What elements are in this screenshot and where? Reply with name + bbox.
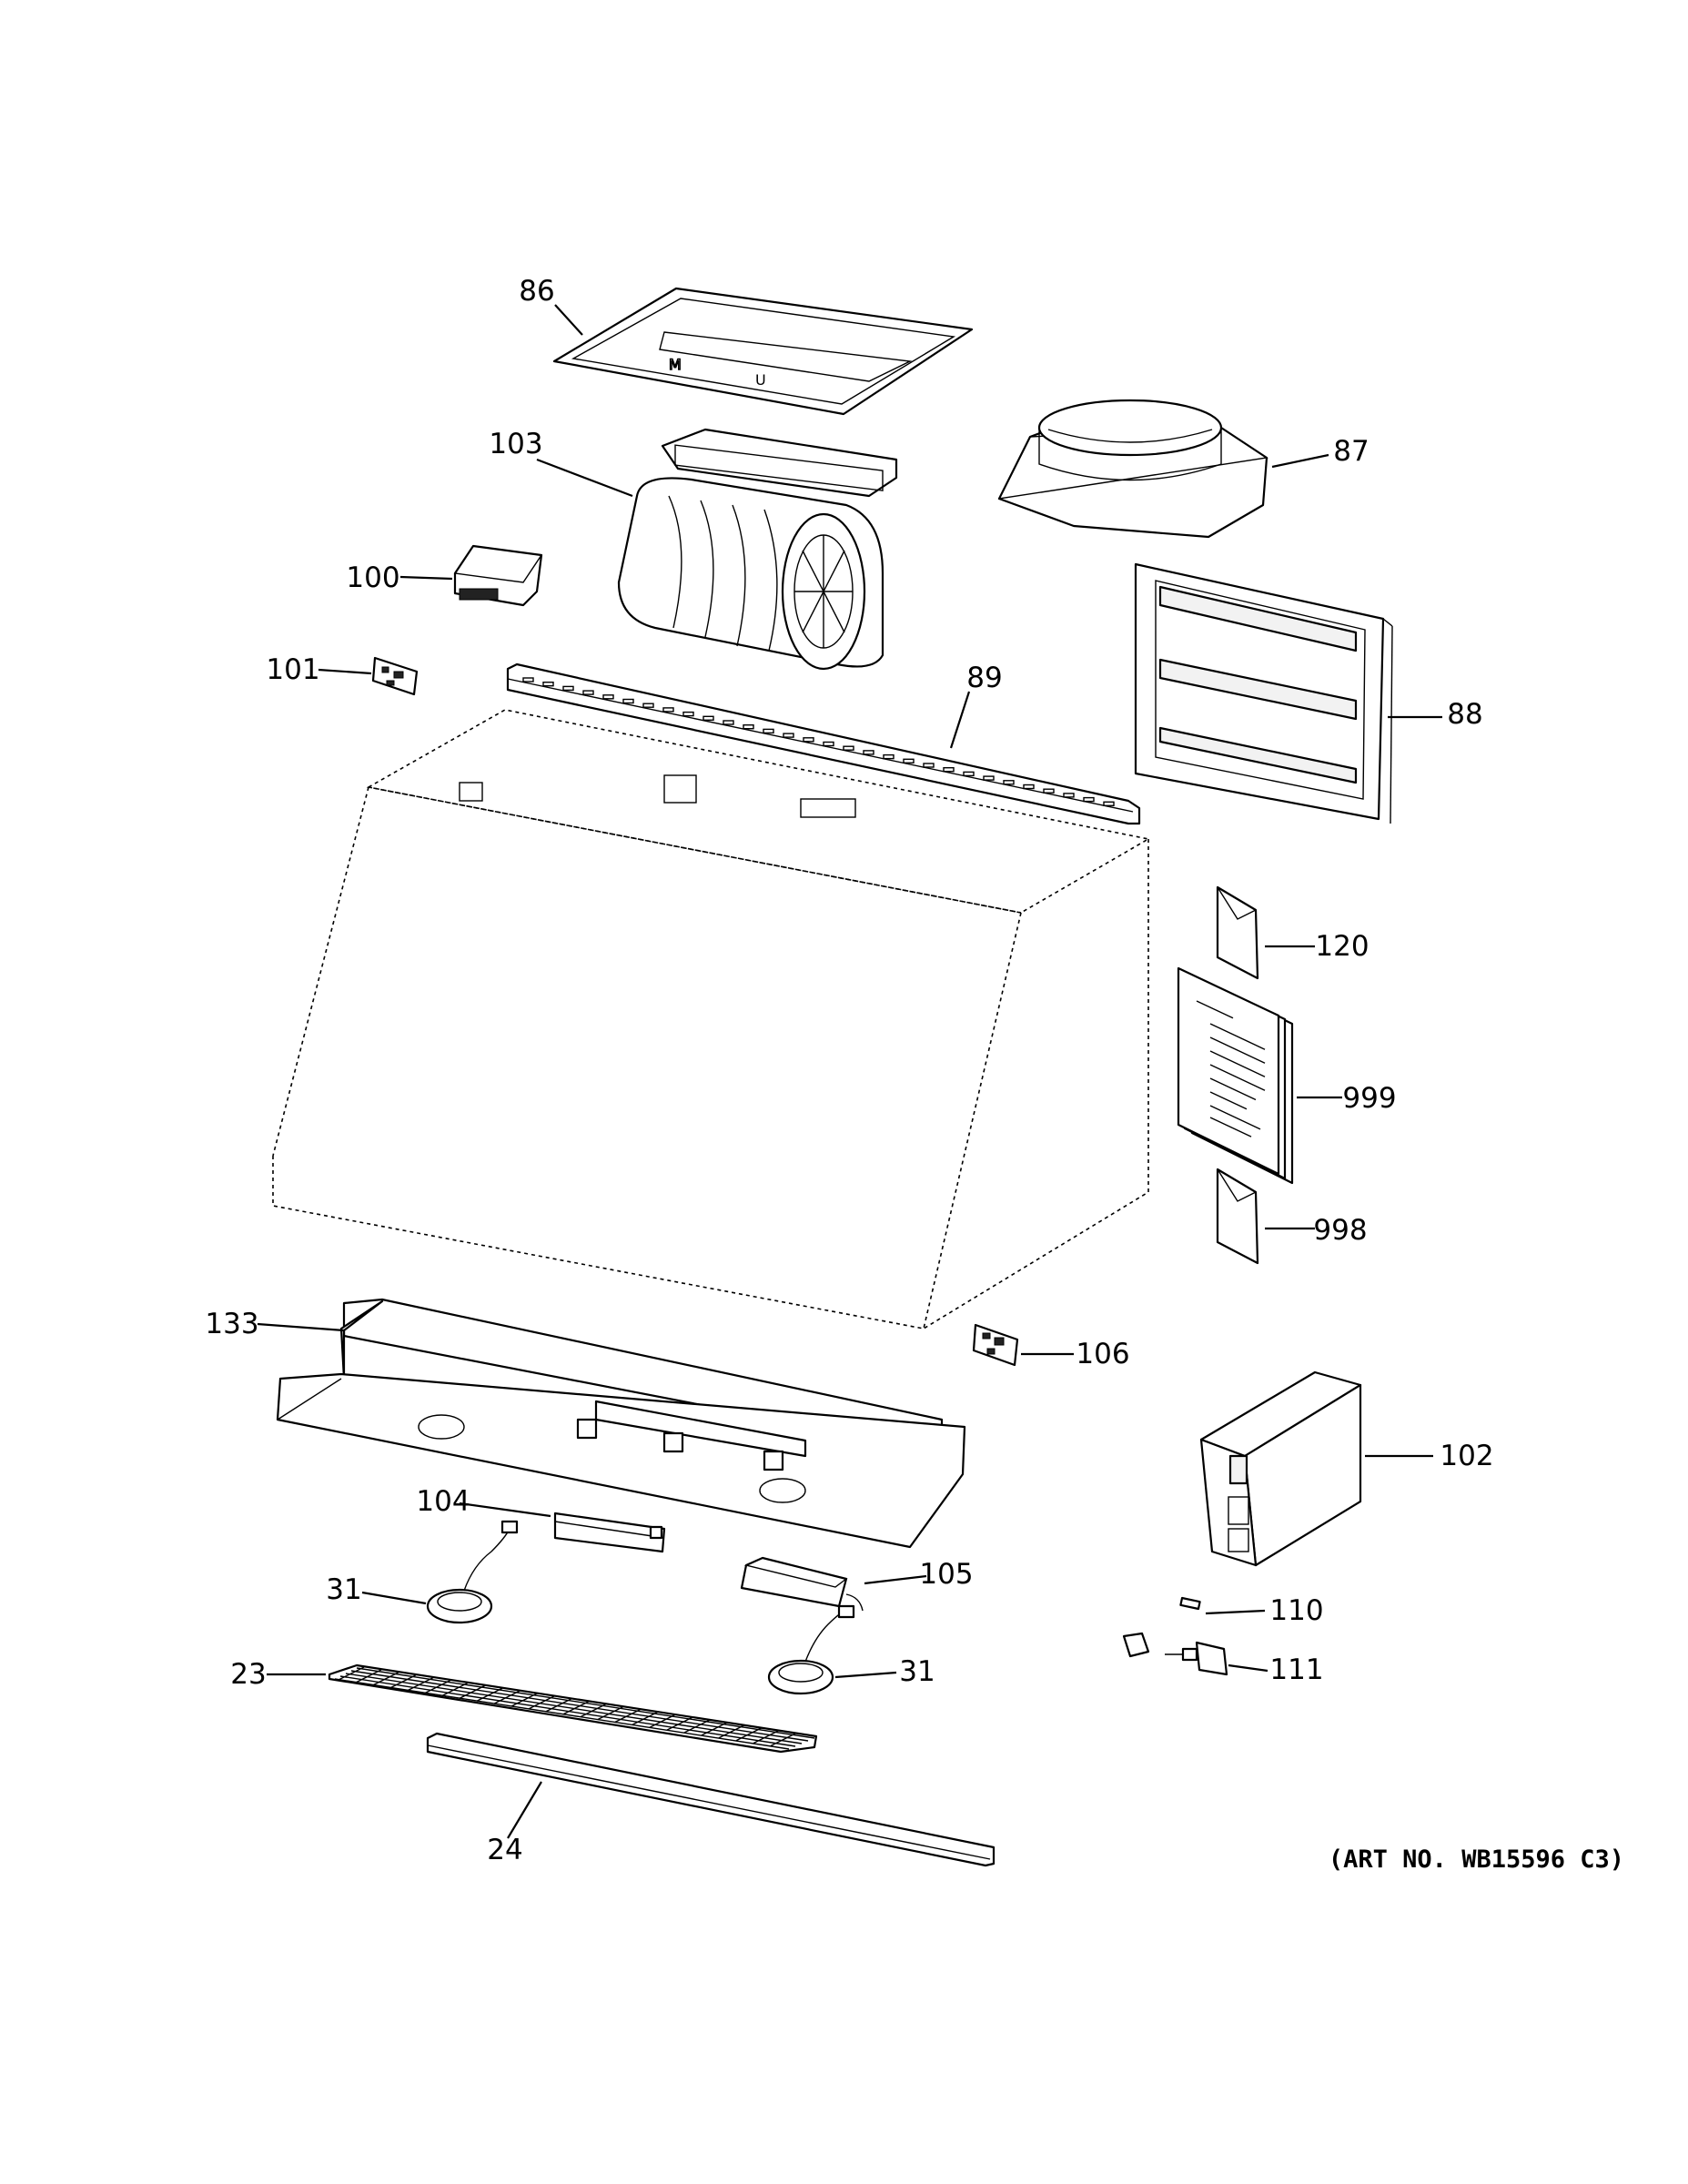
part-106-board[interactable]: [972, 1323, 1019, 1367]
callout-103: 103: [489, 428, 542, 460]
callout-23: 23: [230, 1658, 266, 1691]
callout-86: 86: [519, 275, 554, 308]
hood-body[interactable]: [272, 709, 1151, 1330]
part-105-driver[interactable]: [740, 1556, 864, 1612]
manual-text-lines: [1196, 1000, 1266, 1138]
callout-102: 102: [1440, 1440, 1493, 1472]
part-104-switch-board[interactable]: [553, 1512, 666, 1553]
filter-mesh: [334, 1666, 815, 1750]
callout-31-left: 31: [326, 1573, 361, 1606]
part-24-trim-strip[interactable]: [426, 1732, 996, 1867]
callout-100: 100: [346, 561, 399, 594]
part-103-blower[interactable]: [617, 428, 898, 671]
part-101-board[interactable]: [371, 656, 419, 696]
part-999-manual[interactable]: [1177, 966, 1294, 1185]
part-31-lamp-left[interactable]: [426, 1520, 519, 1624]
part-102-electrical-box[interactable]: [1199, 1370, 1362, 1567]
part-88-damper-frame[interactable]: [1134, 562, 1393, 824]
callout-133: 133: [205, 1308, 258, 1340]
callout-104: 104: [416, 1485, 470, 1518]
callout-999: 999: [1342, 1082, 1396, 1115]
callout-89: 89: [966, 662, 1002, 694]
callout-106: 106: [1076, 1338, 1129, 1370]
callout-111: 111: [1269, 1653, 1323, 1686]
svg-text:U: U: [755, 371, 766, 389]
callout-31-right: 31: [899, 1655, 935, 1688]
callout-88: 88: [1447, 698, 1482, 731]
callout-110: 110: [1269, 1594, 1323, 1627]
part-100-control-box[interactable]: [453, 544, 543, 607]
part-110-fuse[interactable]: [1179, 1596, 1201, 1611]
part-87-duct-adapter[interactable]: [997, 399, 1269, 539]
part-998-envelope[interactable]: [1216, 1168, 1259, 1265]
callout-120: 120: [1315, 930, 1369, 963]
svg-text:M: M: [669, 356, 682, 373]
callout-105: 105: [919, 1558, 973, 1591]
part-120-envelope[interactable]: [1216, 885, 1259, 980]
part-89-slots: [522, 677, 1115, 806]
callout-24: 24: [487, 1834, 522, 1866]
part-31-lamp-right[interactable]: [767, 1604, 855, 1695]
callout-101: 101: [266, 653, 319, 686]
part-133-front-panel[interactable]: [276, 1298, 966, 1549]
part-86-top-plate[interactable]: M U: [552, 287, 974, 416]
part-111-connectors[interactable]: [1122, 1632, 1228, 1676]
callout-998: 998: [1313, 1214, 1367, 1247]
callout-87: 87: [1333, 435, 1369, 468]
art-number: (ART NO. WB15596 C3): [1329, 1845, 1624, 1874]
